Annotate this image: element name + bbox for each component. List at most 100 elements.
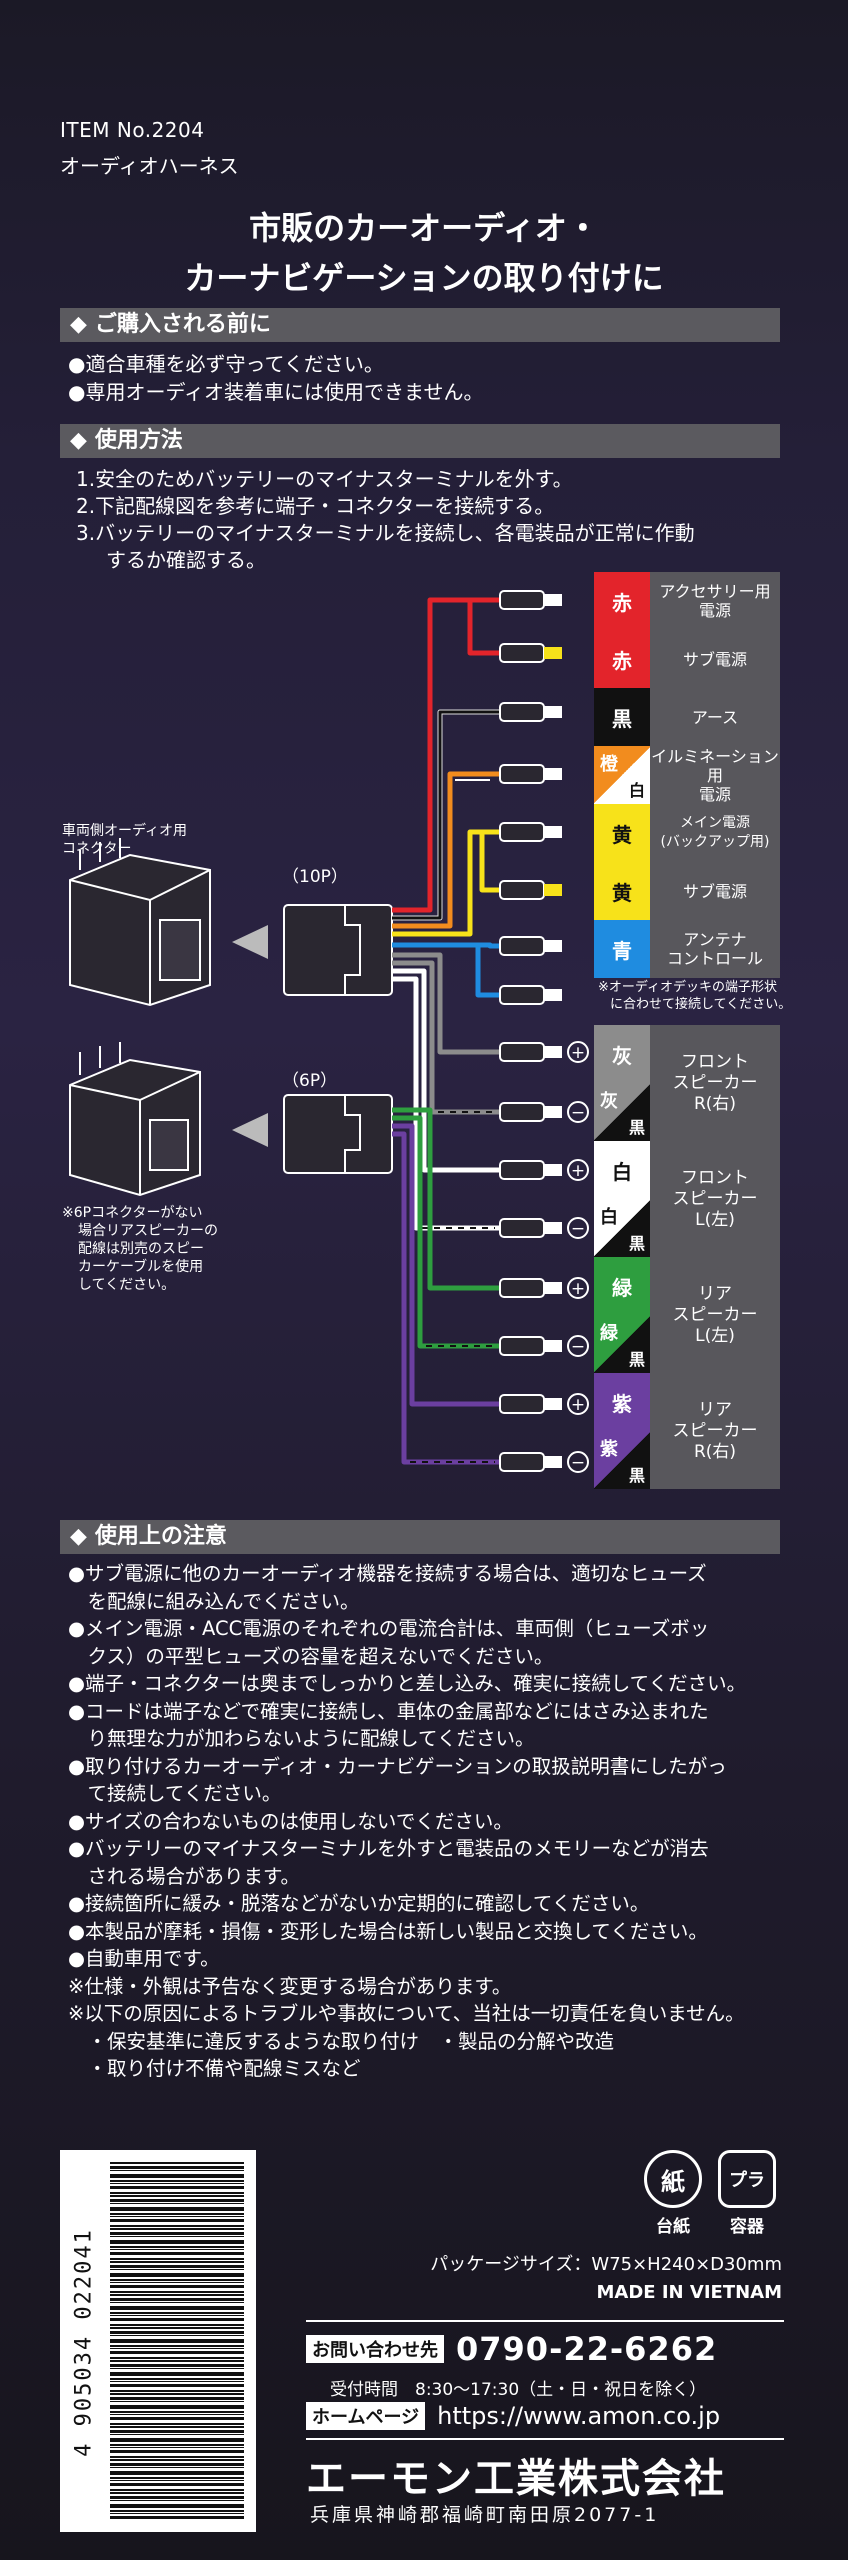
company-name: エーモン工業株式会社 [306,2456,726,2502]
connector-10p-label: （10P） [282,867,348,887]
wire-stripe-text: 黒 [628,1118,645,1137]
speaker-label-line: L(左) [695,1209,735,1230]
wire-gray-minus [392,960,500,1115]
terminal-icon [499,880,562,900]
wire-purple-plus [392,1123,500,1407]
item-number: ITEM No.2204 [60,118,205,142]
wire-stripe-text: 黒 [628,1350,645,1369]
recycle-plastic-label: 容器 [730,2217,764,2237]
caution-item: ●接続箇所に緩み・脱落などがないか定期的に確認してください。 [68,1892,650,1915]
polarity-sign: − [571,1219,585,1239]
wire-red-acc [392,597,500,913]
caution-item: ●メイン電源・ACC電源のそれぞれの電流合計は、車両側（ヒューズボッ [68,1617,710,1640]
wire-function-label: サブ電源 [650,630,780,688]
caution-item: ●サブ電源に他のカーオーディオ機器を接続する場合は、適切なヒューズ [68,1562,707,1585]
vehicle-connector-6p-drawing [69,1042,201,1197]
wire-color-text: 白 [600,1207,618,1228]
made-in: MADE IN VIETNAM [596,2282,782,2303]
business-hours: 受付時間 8:30～17:30（土・日・祝日を除く） [330,2380,707,2400]
terminal-icon [499,643,562,663]
caution-item: ●バッテリーのマイナスターミナルを外すと電装品のメモリーなどが消去 [68,1837,709,1860]
note-line: ※6Pコネクターがない [62,1205,203,1221]
company-address: 兵庫県神崎郡福崎町南田原2077-1 [310,2504,660,2526]
caution-item: ●コードは端子などで確実に接続し、車体の金属部などにはさみ込まれた [68,1699,709,1723]
wire-function-label: アース [650,688,780,746]
polarity-sign: + [571,1161,585,1181]
homepage-row: ホームページ https://www.amon.co.jp [306,2402,720,2430]
wire-color-box: 灰 [594,1025,650,1083]
terminal-icon [499,702,562,722]
divider [306,2438,784,2440]
label-line: コネクター [62,841,132,857]
wire-function-label: アンテナ コントロール [650,920,780,978]
recycle-paper-mark: 紙 台紙 [638,2150,708,2237]
speaker-label-line: フロント [681,1167,749,1188]
caution-item: り無理な力が加わらないように配線してください。 [68,1727,535,1750]
deck-note: ※オーディオデッキの端子形状 に合わせて接続してください。 [598,979,798,1013]
caution-item: される場合があります。 [68,1864,301,1888]
step-2: 2.下記配線図を参考に端子・コネクターを接続する。 [76,494,555,518]
wire-function-label: メイン電源 (バックアップ用) [650,804,780,862]
diamond-icon: ◆ [70,312,87,337]
section-before-purchase: ◆ご購入される前に [60,308,780,342]
before-purchase-list: ●適合車種を必ず守ってください。 ●専用オーディオ装着車には使用できません。 [68,350,788,406]
caution-item: ・保安基準に違反するような取り付け ・製品の分解や改造 [68,2029,615,2053]
homepage-url[interactable]: https://www.amon.co.jp [437,2402,721,2430]
wire-color-box: 黄 [594,804,650,862]
caution-item: ●取り付けるカーオーディオ・カーナビゲーションの取扱説明書にしたがっ [68,1754,727,1778]
terminal-icon: − [499,1451,589,1473]
wire-function-label: サブ電源 [650,862,780,920]
speaker-label-line: スピーカー [672,1072,758,1093]
terminal-icon: + [499,1277,589,1299]
terminal-group: +−+−+−+− [499,590,589,1473]
speaker-label-line: R(右) [693,1093,737,1114]
note-line: してください。 [78,1277,176,1293]
wire-yellow-sub [479,832,500,893]
speaker-label-line: スピーカー [672,1188,758,1209]
wire-purple-minus [392,1131,500,1465]
barcode-number: 4 905034 022041 [71,2228,97,2457]
speaker-label-line: スピーカー [672,1420,758,1441]
recycle-plastic-icon: プラ [718,2150,776,2208]
terminal-icon: + [499,1159,589,1181]
note-line: 配線は別売のスピー [78,1241,204,1257]
polarity-sign: + [571,1395,585,1415]
phone-number: 0790-22-6262 [456,2330,718,2368]
section-title: 使用方法 [94,428,183,453]
wire-stripe-text: 黒 [628,1466,645,1485]
wire-orange-illumination [392,771,500,929]
speaker-label-line: リア [698,1399,732,1420]
list-item: ●適合車種を必ず守ってください。 [68,352,384,376]
wire-white-minus [392,976,500,1231]
recycle-plastic-mark: プラ 容器 [712,2150,782,2237]
note-line: 場合リアスピーカーの [78,1223,218,1239]
wire-color-text: 紫 [600,1439,618,1460]
headline-line-1: 市販のカーオーディオ・ [249,209,599,247]
polarity-sign: + [571,1279,585,1299]
polarity-sign: − [571,1337,585,1357]
diamond-icon: ◆ [70,428,87,453]
diamond-icon: ◆ [70,1524,87,1549]
wire-yellow-main [392,829,500,937]
homepage-label: ホームページ [306,2402,426,2430]
wire-color-box: 黒 [594,688,650,746]
item-name: オーディオハーネス [60,154,239,178]
wire-color-box: 青 [594,920,650,978]
headline-line-2: カーナビゲーションの取り付けに [184,259,664,297]
wire-color-text: 緑 [600,1323,618,1344]
caution-item: ●サイズの合わないものは使用しないでください。 [68,1809,513,1833]
caution-item: ※以下の原因によるトラブルや事故について、当社は一切責任を負いません。 [68,2002,745,2025]
label-line: 車両側オーディオ用 [62,823,188,839]
wire-color-box: 赤 [594,572,650,630]
terminal-icon: − [499,1101,589,1123]
wire-color-box: 橙白 [594,746,650,804]
wire-color-box: 白黒 [594,1199,650,1257]
package-size: パッケージサイズ：W75×H240×D30mm [430,2254,782,2275]
wire-color-box: 紫 [594,1373,650,1431]
section-usage: ◆ 使用方法 [60,424,780,458]
note-line: カーケーブルを使用 [78,1259,204,1275]
caution-item: ※仕様・外観は予告なく変更する場合があります。 [68,1974,512,1998]
